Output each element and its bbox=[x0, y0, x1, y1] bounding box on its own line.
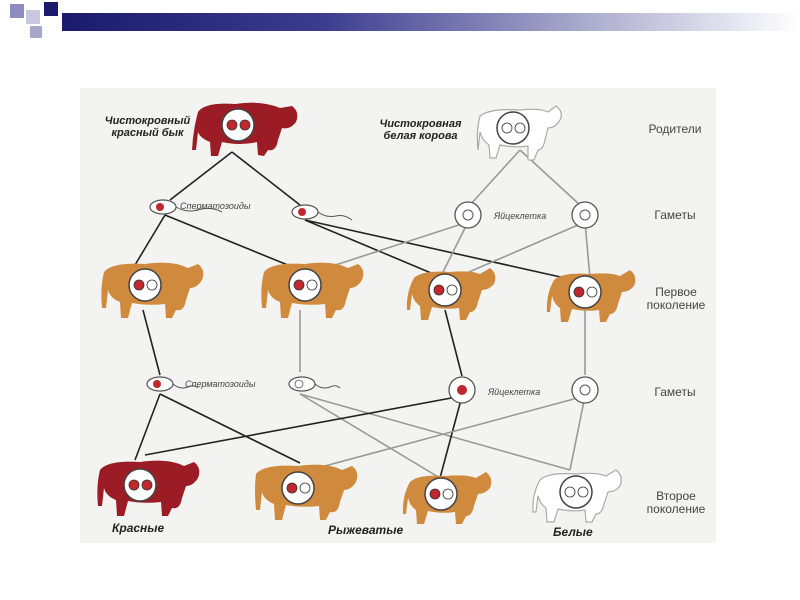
parent-white-cow bbox=[476, 105, 562, 161]
decor-square bbox=[10, 4, 24, 18]
f2-red bbox=[97, 460, 200, 516]
row-label-first-gen: Первое поколение bbox=[646, 285, 706, 312]
egg-white-2 bbox=[571, 201, 599, 229]
row-label-second-gen: Второе поколение bbox=[646, 489, 706, 516]
decor-square bbox=[44, 2, 58, 16]
label-egg-1: Яйцеклетка bbox=[494, 211, 547, 221]
f1-roan-3 bbox=[406, 268, 496, 320]
label-parent-cow: Чистокровная белая корова bbox=[379, 118, 462, 142]
parent-red-bull bbox=[192, 102, 298, 156]
sperm-white bbox=[288, 376, 341, 392]
label-sperm-2: Сперматозоиды bbox=[185, 379, 256, 389]
sperm-red-1 bbox=[149, 199, 223, 215]
label-parent-bull: Чистокровный красный бык bbox=[104, 115, 191, 139]
row-label-parents: Родители bbox=[648, 122, 702, 136]
label-bottom-red: Красные bbox=[112, 521, 165, 535]
f2-roan-2 bbox=[402, 472, 492, 524]
sperm-red-3 bbox=[146, 376, 199, 392]
f2-white bbox=[532, 469, 622, 523]
egg-red bbox=[448, 376, 476, 404]
label-sperm-1: Сперматозоиды bbox=[180, 201, 251, 211]
f1-roan-4 bbox=[546, 270, 636, 322]
egg-white-1 bbox=[454, 201, 482, 229]
header-gradient-bar bbox=[62, 13, 800, 31]
row-label-gametes-1: Гаметы bbox=[654, 208, 696, 222]
label-bottom-roan: Рыжеватые bbox=[328, 523, 404, 537]
slide-header-decoration bbox=[0, 0, 800, 44]
sperm-red-2 bbox=[291, 204, 353, 221]
decor-square bbox=[26, 10, 40, 24]
egg-white-3 bbox=[571, 376, 599, 404]
f1-roan-2 bbox=[261, 262, 364, 318]
connection-lines bbox=[134, 149, 591, 479]
f2-roan-1 bbox=[255, 464, 358, 520]
decor-square bbox=[30, 26, 42, 38]
label-bottom-white: Белые bbox=[553, 525, 593, 539]
label-egg-2: Яйцеклетка bbox=[488, 387, 541, 397]
row-label-gametes-2: Гаметы bbox=[654, 385, 696, 399]
f1-roan-1 bbox=[101, 262, 204, 318]
